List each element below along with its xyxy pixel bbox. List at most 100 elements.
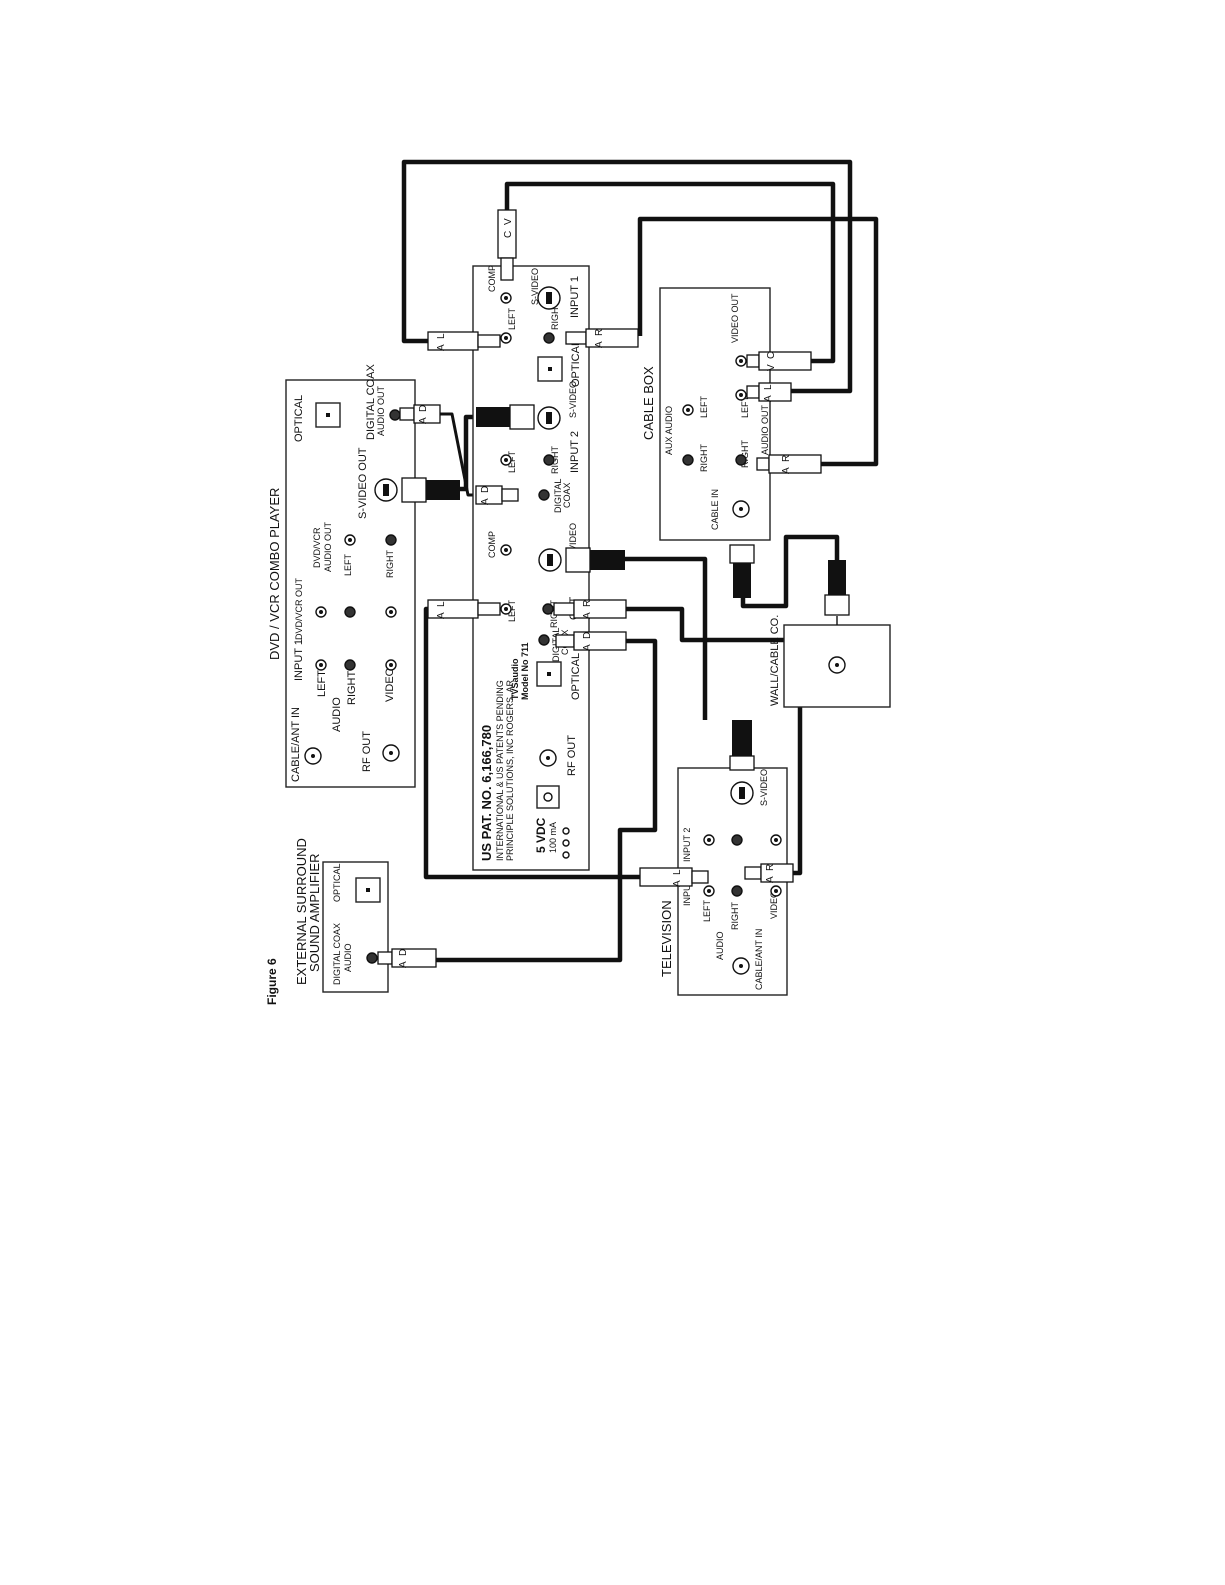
switch-power-1: 5 VDC xyxy=(534,817,548,853)
plug-tv-left-tip xyxy=(691,870,709,884)
plug-in1-left-l: L xyxy=(436,333,447,339)
tv-input-label: INPUT xyxy=(682,878,692,906)
dvd-vcr-panel xyxy=(285,379,416,788)
wall-title: WALL/CABLE CO. xyxy=(769,615,781,706)
amp-optical-dot xyxy=(366,888,370,892)
dvd-in1-video-pin xyxy=(389,663,393,667)
switch-in1-left-pin xyxy=(504,336,508,340)
plug-amp-digital: D A xyxy=(377,948,437,968)
cable-out-svideo-to-tv xyxy=(625,556,708,720)
cable-box-panel xyxy=(659,287,771,541)
switch-in2-right-label: RIGHT xyxy=(550,446,560,475)
dvd-video-label: VIDEO xyxy=(384,667,396,702)
switch-in2-left-pin xyxy=(504,458,508,462)
plug-cablebox-video-v: V xyxy=(766,364,777,371)
switch-out-right-jack[interactable] xyxy=(542,603,554,615)
plug-cablebox-left-tip xyxy=(746,385,760,399)
switch-out-digital-jack[interactable] xyxy=(538,634,550,646)
plug-in2-svideo-sleeve xyxy=(509,404,535,430)
tv-audio-label: AUDIO xyxy=(715,931,725,960)
switch-in1-right-label: RIGHT xyxy=(550,302,560,331)
dvd-out-right-jack[interactable] xyxy=(344,606,356,618)
plug-in1-comp-tip xyxy=(500,257,514,281)
cable-box-out-right-jack[interactable] xyxy=(735,454,747,466)
amp-title-2: SOUND AMPLIFIER xyxy=(307,854,322,972)
plug-out-right: R A xyxy=(553,599,627,619)
cable-dvd-svideo-to-in2 xyxy=(460,414,476,492)
figure-label: Figure 6 xyxy=(265,958,279,1005)
switch-in2-svideo-key xyxy=(546,412,552,424)
plug-cablebox-video: C V xyxy=(746,351,812,371)
plug-wall-rf-boot xyxy=(828,560,846,595)
switch-out-left-label: LEFT xyxy=(507,599,517,622)
dvd-audio-out-label-1: DVD/VCR xyxy=(312,527,322,568)
plug-in1-right-body xyxy=(585,328,639,348)
tv-in2-right-jack[interactable] xyxy=(731,834,743,846)
amp-digital-coax-label-1: DIGITAL COAX xyxy=(332,923,342,985)
tv-in-video-pin xyxy=(774,889,778,893)
dvd-svideo-out-key xyxy=(383,484,389,496)
cable-box-video-out-pin xyxy=(739,359,743,363)
tv-in2-video-pin xyxy=(774,838,778,842)
amp-digital-coax-jack[interactable] xyxy=(366,952,378,964)
dvd-digital-coax-label-2: AUDIO OUT xyxy=(376,385,386,436)
plug-out-digital-a: A xyxy=(582,644,593,651)
cable-box-aux-right-jack[interactable] xyxy=(682,454,694,466)
plug-out-right-body xyxy=(573,599,627,619)
plug-in1-right-tip xyxy=(565,331,587,345)
plug-cablebox-right-tip xyxy=(756,457,770,471)
plug-in1-left-a: A xyxy=(436,344,447,351)
plug-cablebox-right-r: R xyxy=(781,455,792,462)
plug-cablebox-video-body xyxy=(758,351,812,371)
plug-dvd-digital-body xyxy=(413,404,441,424)
plug-in1-right-a: A xyxy=(594,341,605,348)
switch-in1-right-jack[interactable] xyxy=(543,332,555,344)
switch-in1-left-label: LEFT xyxy=(507,307,517,330)
switch-power-port-pin xyxy=(543,792,553,802)
plug-out-left-a: A xyxy=(436,612,447,619)
plug-cablebox-right-a: A xyxy=(781,467,792,474)
plug-cablebox-video-c: C xyxy=(766,352,777,359)
switch-input1-label: INPUT 1 xyxy=(569,276,581,318)
plug-tv-svideo-boot xyxy=(732,720,752,756)
amp-digital-coax-label-2: AUDIO xyxy=(343,943,353,972)
switch-out-optical-dot xyxy=(547,672,551,676)
switch-intl-2: PRINCIPLE SOLUTIONS, INC ROGERS, AR xyxy=(505,679,515,861)
switch-in1-comp-label: COMP xyxy=(487,265,497,292)
tv-input2-label: INPUT 2 xyxy=(682,828,692,862)
switch-input2-label: INPUT 2 xyxy=(569,431,581,473)
switch-in2-digital-label-1: DIGITAL xyxy=(553,479,563,513)
dvd-digital-coax-jack[interactable] xyxy=(389,409,401,421)
switch-in1-comp-pin xyxy=(504,296,508,300)
plug-in1-left: L A xyxy=(427,331,501,351)
dvd-vcr-player: DVD / VCR COMBO PLAYER CABLE/ANT IN RF O… xyxy=(267,364,416,788)
tv-in-left-pin xyxy=(707,889,711,893)
plug-in2-digital-d: D xyxy=(480,486,491,493)
dvd-right-label: RIGHT xyxy=(346,671,358,706)
plug-dvd-digital-d: D xyxy=(418,405,429,412)
plug-cablebox-left-l: L xyxy=(763,384,774,390)
plug-tv-left: L A xyxy=(639,867,709,887)
plug-dvd-svideo-sleeve xyxy=(401,477,427,503)
cable-box-title: CABLE BOX xyxy=(641,366,656,440)
tv-in-right-jack[interactable] xyxy=(731,885,743,897)
plug-dvd-svideo-boot xyxy=(426,480,460,500)
cable-out-digital-to-amp xyxy=(435,638,658,963)
switch-out-comp-label: COMP xyxy=(487,531,497,558)
plug-in2-digital-tip xyxy=(501,488,519,502)
plug-out-left: L A xyxy=(427,599,501,619)
switch-in2-right-jack[interactable] xyxy=(543,454,555,466)
dvd-input1-label: INPUT 1 xyxy=(293,639,305,681)
dvd-in1-right-jack[interactable] xyxy=(344,659,356,671)
plug-tv-svideo-sleeve xyxy=(729,755,755,771)
plug-wall-rf-sleeve xyxy=(824,594,850,616)
dvd-audio-out-right-jack[interactable] xyxy=(385,534,397,546)
cable-in1-comp-to-cablebox-video xyxy=(504,181,836,364)
switch-in2-digital-jack[interactable] xyxy=(538,489,550,501)
tv-title: TELEVISION xyxy=(659,900,674,977)
switch-in2-digital-label-2: COAX xyxy=(562,482,572,508)
plug-in1-right-r: R xyxy=(594,329,605,336)
switch-in1-svideo-label: S-VIDEO xyxy=(530,268,540,305)
switch-unit: US PAT. NO. 6,166,780 INTERNATIONAL & US… xyxy=(472,265,590,871)
